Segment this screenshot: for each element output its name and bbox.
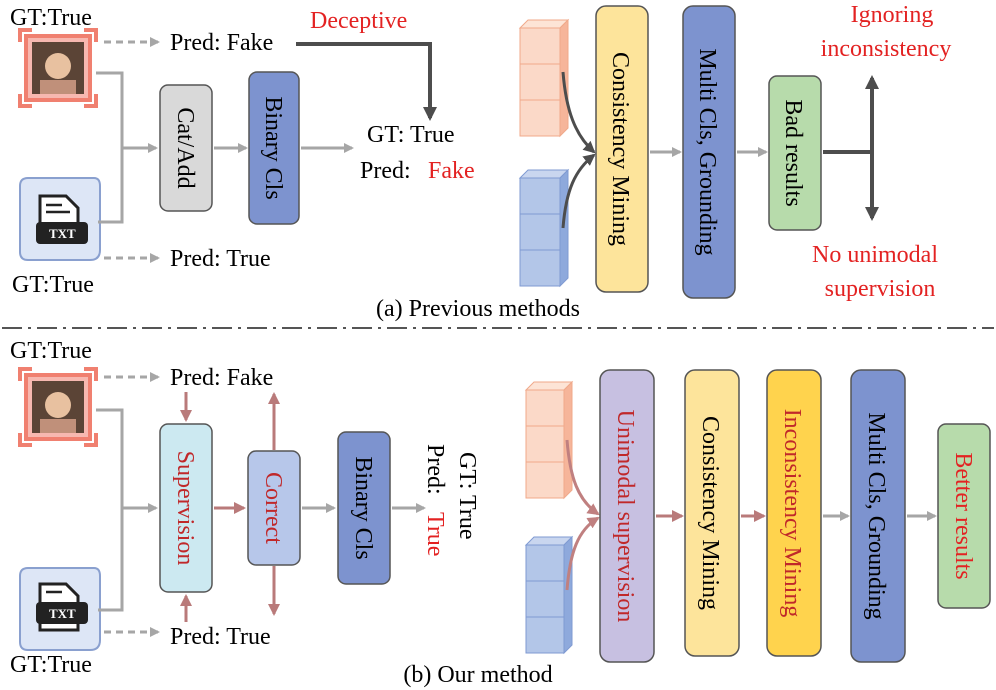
bottom-binary-cls-label: Binary Cls [350,456,376,559]
bottom-result-pred-label: Pred: [422,444,448,495]
top-multicls-box [682,5,736,299]
txt-document-icon: TXT [19,177,101,261]
better-results-box [937,423,991,609]
deceptive-arrow [296,42,437,121]
bad-results-label: Bad results [780,99,806,206]
bottom-gt-text-label: GT:True [10,652,92,678]
inconsistency-box [766,369,822,657]
top-pred-true: Pred: True [170,246,271,272]
supervision-box [159,423,213,593]
top-curve-arrow-text [561,153,596,229]
caption-b: (b) Our method [403,662,552,688]
cat-add-label: Cat/Add [172,107,198,188]
unimodal-label: Unimodal supervision [612,410,638,623]
image-thumbnail-icon [18,28,98,108]
top-consistency-label: Consistency Mining [607,52,633,246]
bottom-merge-line [96,408,124,612]
top-gt-image-label: GT:True [10,5,92,31]
txt-document-icon: TXT [19,567,101,651]
bottom-text-feature-blocks [524,535,574,655]
top-binary-cls-box [248,71,300,225]
ignoring-label-2: inconsistency [821,36,952,62]
bottom-binary-cls-box [337,431,391,585]
bottom-result-pred-value: True [422,512,448,556]
inconsistency-label: Inconsistency Mining [779,409,805,618]
ignoring-label-1: Ignoring [851,2,934,28]
cat-add-box [159,84,213,212]
bottom-consistency-label: Consistency Mining [697,416,723,610]
bottom-image-feature-blocks [524,380,574,500]
unimodal-box [599,369,655,663]
top-binary-cls-label: Binary Cls [260,96,286,199]
top-text-feature-blocks [518,168,570,288]
top-gt-text-label: GT:True [12,272,94,298]
txt-icon-label: TXT [49,606,76,621]
bottom-multicls-label: Multi Cls, Grounding [863,412,889,619]
top-image-feature-blocks [518,18,570,138]
top-pred-fake: Pred: Fake [170,30,273,56]
bottom-pred-true: Pred: True [170,624,271,650]
bottom-pred-fake: Pred: Fake [170,365,273,391]
bottom-curve-arrow-image [565,439,600,516]
bottom-result-gt: GT: True [454,452,480,540]
top-result-pred-value: Fake [428,158,475,184]
image-thumbnail-icon [18,367,98,447]
correct-label: Correct [260,472,286,544]
bottom-gt-image-label: GT:True [10,338,92,364]
deceptive-label: Deceptive [310,8,407,34]
better-results-label: Better results [950,452,976,579]
caption-a: (a) Previous methods [376,296,580,322]
bottom-curve-arrow-text [565,516,600,591]
bottom-consistency-box [684,369,740,657]
bottom-multicls-box [850,369,906,663]
top-result-pred-label: Pred: [360,158,411,184]
no-unimodal-label-2: supervision [825,276,936,302]
top-curve-arrow-image [561,71,596,154]
top-result-gt: GT: True [367,122,455,148]
no-unimodal-label-1: No unimodal [812,242,938,268]
top-multicls-label: Multi Cls, Grounding [694,48,720,255]
correct-box [247,450,301,566]
bad-results-box [768,75,822,231]
supervision-label: Supervision [172,451,198,566]
top-consistency-box [595,5,649,293]
txt-icon-label: TXT [49,226,76,241]
